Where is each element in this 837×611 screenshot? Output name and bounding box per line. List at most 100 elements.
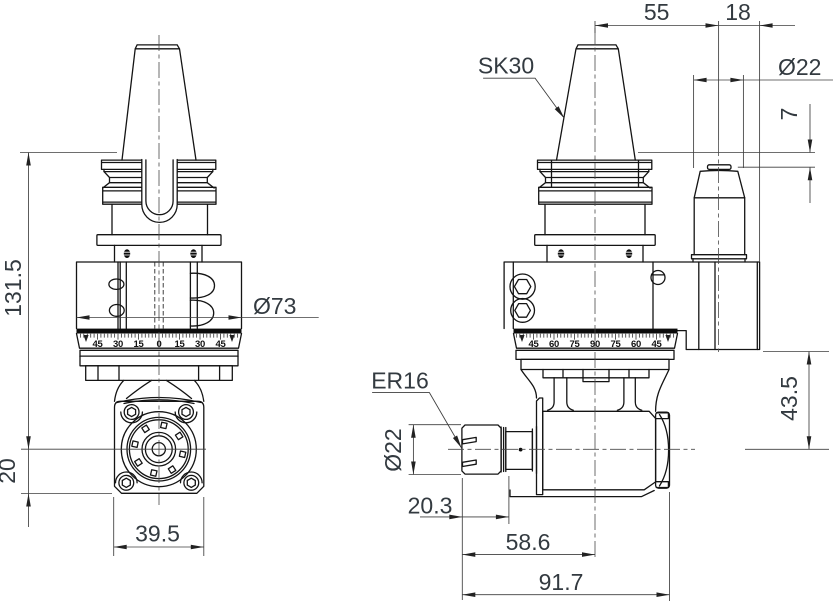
bearing-cap-plate	[535, 397, 544, 496]
label-collet-shape-2	[452, 435, 462, 448]
collet-nut-side	[461, 424, 538, 475]
dim-text-nut-length: 20.3	[408, 493, 453, 519]
label-text-taper: SK30	[478, 53, 534, 79]
swivel-body-front-line-3	[154, 262, 164, 329]
swivel-body-side-line-1	[503, 261, 761, 351]
mount-bolt-bottom-right	[183, 474, 200, 491]
dimension-nut-to-axis: 58.6	[462, 529, 595, 557]
dimension-nut-diameter-shape-4	[411, 461, 416, 475]
mount-bolt-top-left-shape-2	[126, 406, 137, 418]
wrench-slot-upper	[461, 436, 477, 445]
dim-text-overall-length: 91.7	[539, 569, 584, 595]
clamp-knob-line-5	[692, 258, 746, 263]
end-cover-line-3	[655, 412, 670, 489]
mount-bolt-bottom-left-shape-2	[121, 477, 131, 489]
dimension-nut-to-axis-shape-3	[582, 552, 595, 557]
dial-index-mark	[83, 335, 89, 342]
collet-nut-slots-front-shape-4	[134, 458, 143, 467]
collet-nut-side-line-2	[531, 425, 538, 475]
mount-bolt-top-right	[177, 403, 195, 421]
dimension-head-width-shape-4	[190, 544, 204, 550]
dimension-axis-to-knob-shape-4	[759, 23, 773, 28]
drive-notch-side	[550, 159, 640, 188]
dimensions: 131.5 20 Ø73 39.5 55 18	[0, 0, 833, 601]
dim-text-spindle-drop: 20	[0, 458, 20, 484]
collet-nut-slots-front-shape-2	[167, 465, 177, 474]
dimension-head-width-shape-3	[113, 544, 127, 550]
set-screw-left	[557, 249, 565, 258]
dimension-overall-length: 91.7	[462, 492, 670, 601]
dimension-knob-stickout-line-1	[638, 152, 815, 168]
dimension-axis-to-knob-shape-2	[595, 23, 608, 28]
v-flange-side-line-1	[536, 159, 653, 171]
label-text-collet: ER16	[371, 368, 429, 394]
clamp-knob-line-4	[690, 254, 748, 260]
dial-number: 75	[570, 339, 581, 350]
collet-nut-slots-front-shape-7	[159, 421, 168, 430]
lower-housing-front-line-6	[125, 379, 193, 400]
v-flange-front-line-3	[102, 170, 215, 189]
v-flange-side-line-5	[544, 203, 646, 236]
mount-bolt-top-left	[123, 403, 140, 421]
mount-bolt-bottom-right-circle-1	[183, 474, 200, 491]
worm-screw-lower	[510, 297, 536, 323]
dimension-nut-length: 20.3	[408, 476, 510, 600]
dimension-knob-stickout-shape-3	[807, 139, 813, 153]
dimension-body-diameter: Ø73	[76, 293, 319, 320]
bottom-cover	[509, 489, 655, 498]
worm-screw-lower-circle-1	[510, 297, 536, 323]
dimension-overall-length-shape-3	[462, 592, 476, 597]
front-view: 45 30 15 0 15 30 45	[75, 35, 243, 505]
taper-cone-side-line-1	[555, 44, 636, 161]
dial-scale-side-line-2	[512, 332, 679, 349]
lower-housing-front-line-4	[97, 365, 221, 382]
dimension-block-to-axis-line-1	[745, 351, 829, 450]
dial-number: 60	[549, 339, 559, 350]
dimension-block-to-axis: 43.5	[745, 351, 829, 450]
yoke-side-line-5	[520, 368, 670, 412]
wrench-slot-lower	[461, 459, 477, 468]
dimension-overall-height-shape-4	[26, 436, 31, 450]
flange-plate-front-line-3	[124, 251, 130, 256]
flange-plate-front-line-2	[113, 244, 203, 263]
dim-text-knob-stickout: 7	[776, 108, 802, 121]
label-taper-shape-2	[554, 106, 565, 119]
drive-slot-front	[141, 158, 178, 224]
dial-number: 60	[631, 339, 641, 350]
spindle-head-side	[461, 397, 671, 498]
dimension-nut-to-axis-shape-2	[462, 552, 476, 557]
label-collet-line-1	[372, 392, 462, 449]
dimension-nut-diameter: Ø22	[380, 424, 461, 475]
slotted-screw-circle-1	[650, 269, 666, 286]
dimension-axis-to-knob-line-1	[594, 21, 795, 262]
dim-text-head-width: 39.5	[135, 521, 180, 547]
v-flange-side-line-3	[538, 170, 651, 189]
flange-plate-side-line-2	[546, 244, 644, 263]
clamp-boss-lower	[108, 303, 125, 317]
flange-plate-side-line-3	[558, 251, 564, 256]
dial-number: 45	[652, 339, 663, 350]
dial-number: 30	[113, 339, 123, 350]
swivel-body-front-line-2	[117, 261, 198, 330]
taper-cone-front	[121, 44, 197, 161]
dimension-head-width: 39.5	[113, 497, 205, 556]
dimension-overall-height: 131.5 20	[0, 152, 117, 527]
flange-plate-side-line-4	[626, 251, 632, 256]
dimension-knob-stickout: 7	[638, 104, 815, 203]
nose-pin	[518, 447, 523, 452]
clamp-knob-line-2	[693, 169, 746, 199]
slotted-screw	[650, 269, 666, 286]
dim-text-nut-diameter: Ø22	[380, 428, 406, 471]
dial-scale-side: 45 60 75 90 75 60 45	[512, 328, 679, 350]
dim-text-body-diameter: Ø73	[253, 293, 296, 319]
dial-scale-front-shape-1	[76, 328, 242, 334]
label-taper: SK30	[478, 53, 565, 119]
dial-index-mark	[229, 335, 235, 342]
drive-slot-front-line-3	[145, 159, 174, 216]
worm-screw-upper-circle-1	[509, 273, 536, 300]
collet-nut-slots-front-shape-8	[174, 431, 184, 441]
dim-text-block-to-axis: 43.5	[776, 376, 802, 421]
mount-bolt-bottom-right-shape-2	[186, 477, 196, 489]
